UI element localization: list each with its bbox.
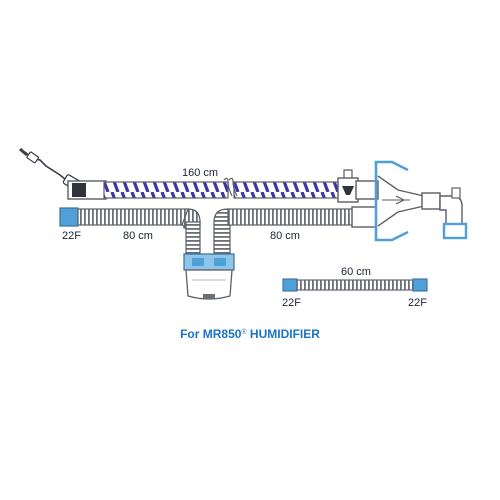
heated-tube-length-label: 160 cm [182, 167, 219, 179]
extension-right-size-label: 22F [408, 297, 427, 309]
extension-tube [282, 278, 428, 292]
left-limb-length-label: 80 cm [123, 230, 153, 242]
heated-inspiratory-tube [67, 169, 379, 203]
y-piece [374, 160, 468, 242]
caption-prefix: For MR850 [180, 327, 242, 341]
registered-mark: ® [241, 329, 247, 336]
caption-suffix: HUMIDIFIER [246, 327, 320, 341]
expiratory-limbs [59, 206, 377, 257]
extension-left-size-label: 22F [282, 297, 301, 309]
left-port-size-label: 22F [62, 230, 81, 242]
right-limb-length-label: 80 cm [270, 230, 300, 242]
extension-length-label: 60 cm [341, 266, 371, 278]
humidifier-chamber [183, 253, 235, 300]
diagram-caption: For MR850® HUMIDIFIER [0, 327, 500, 341]
